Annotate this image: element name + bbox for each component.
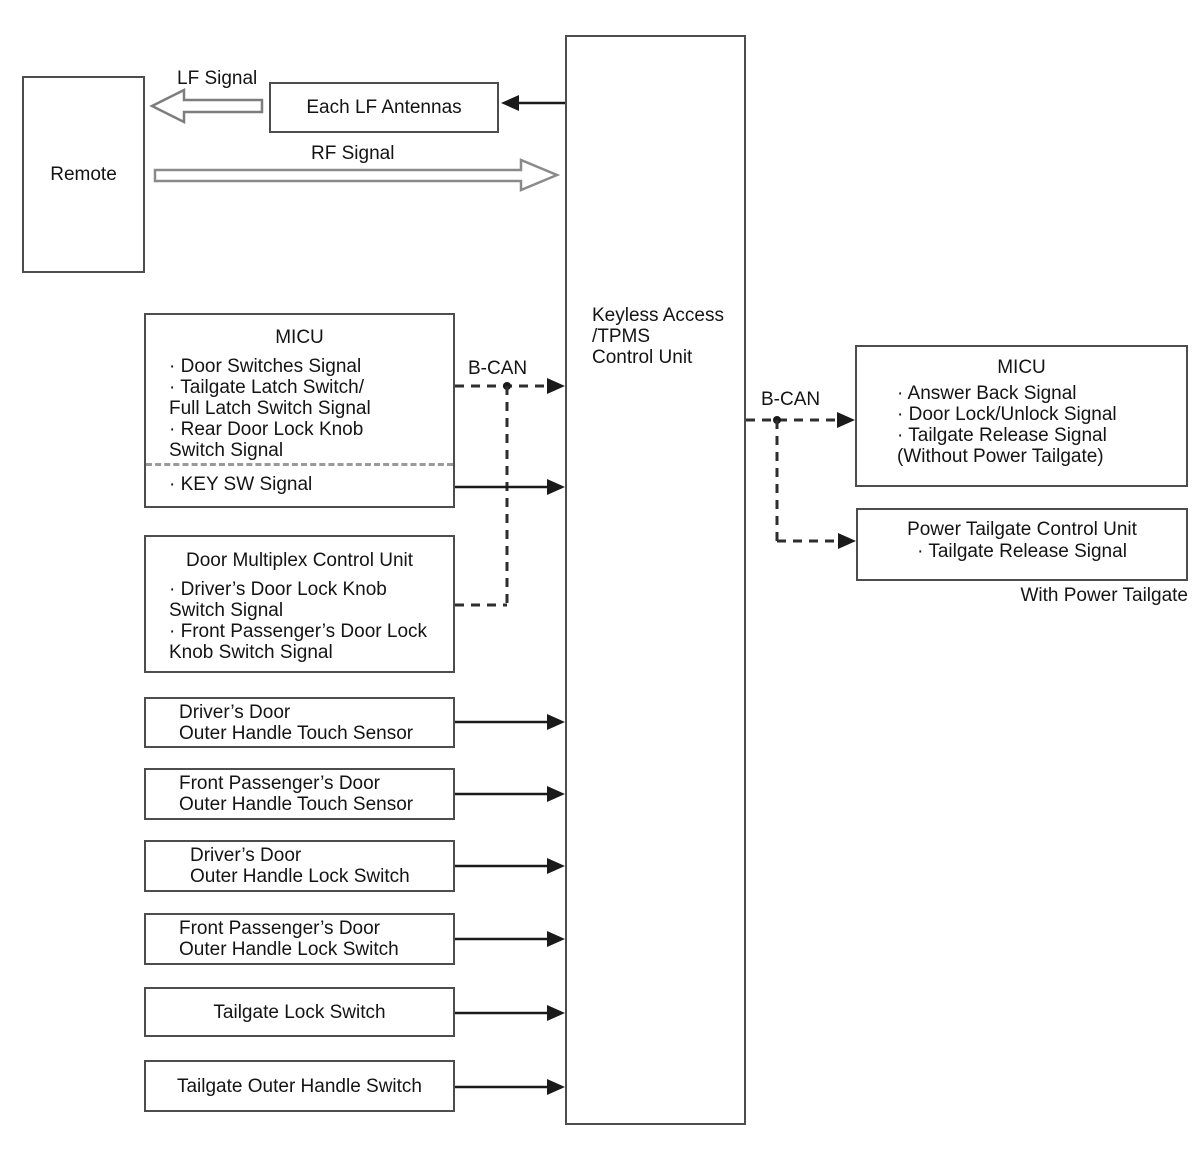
micu-right-title: MICU <box>997 357 1046 378</box>
with-power-tailgate-label: With Power Tailgate <box>1020 585 1188 606</box>
front-passengers-door-lock-switch-label: Front Passenger’s Door Outer Handle Lock… <box>179 918 399 960</box>
lf-signal-label: LF Signal <box>177 68 258 89</box>
front-passengers-door-lock-switch-box: Front Passenger’s Door Outer Handle Lock… <box>144 913 455 965</box>
keyless-access-control-unit-box: Keyless Access /TPMS Control Unit <box>565 35 746 1125</box>
antenna-feed-arrow <box>501 95 565 111</box>
door-multiplex-title: Door Multiplex Control Unit <box>185 550 414 571</box>
rf-signal-arrow <box>153 158 561 192</box>
bcan-left-label: B-CAN <box>468 358 528 379</box>
tailgate-outer-handle-switch-box: Tailgate Outer Handle Switch <box>144 1060 455 1112</box>
micu-left-title: MICU <box>275 327 324 348</box>
remote-box: Remote <box>22 76 145 273</box>
each-lf-antennas-label: Each LF Antennas <box>306 97 462 118</box>
front-passengers-door-touch-sensor-label: Front Passenger’s Door Outer Handle Touc… <box>179 773 414 815</box>
tailgate-lock-arrow <box>455 1005 565 1021</box>
front-passengers-touch-arrow <box>455 786 565 802</box>
door-multiplex-items: · Driver’s Door Lock Knob Switch Signal … <box>169 579 428 663</box>
tailgate-outer-handle-switch-label: Tailgate Outer Handle Switch <box>176 1075 422 1097</box>
power-tailgate-items: · Tailgate Release Signal <box>917 541 1127 562</box>
key-sw-arrow <box>455 479 565 495</box>
bcan-left-line <box>455 378 565 607</box>
drivers-door-lock-switch-box: Driver’s Door Outer Handle Lock Switch <box>144 840 455 892</box>
tailgate-lock-switch-label: Tailgate Lock Switch <box>213 1001 386 1023</box>
keyless-access-control-unit-label: Keyless Access /TPMS Control Unit <box>592 305 724 368</box>
bcan-right-line <box>746 412 856 549</box>
drivers-door-lock-switch-label: Driver’s Door Outer Handle Lock Switch <box>190 845 410 887</box>
bcan-right-label: B-CAN <box>761 389 821 410</box>
each-lf-antennas-box: Each LF Antennas <box>269 82 499 133</box>
micu-left-divider <box>146 463 453 466</box>
micu-left-key-sw-item: · KEY SW Signal <box>169 474 313 495</box>
lf-signal-arrow <box>149 87 264 125</box>
power-tailgate-control-unit-box: Power Tailgate Control Unit · Tailgate R… <box>856 508 1188 581</box>
remote-label: Remote <box>50 164 117 185</box>
power-tailgate-title: Power Tailgate Control Unit <box>907 519 1137 540</box>
front-passengers-lock-arrow <box>455 931 565 947</box>
drivers-door-touch-sensor-box: Driver’s Door Outer Handle Touch Sensor <box>144 697 455 748</box>
micu-right-items: · Answer Back Signal · Door Lock/Unlock … <box>897 383 1117 467</box>
micu-left-items: · Door Switches Signal · Tailgate Latch … <box>169 356 371 461</box>
front-passengers-door-touch-sensor-box: Front Passenger’s Door Outer Handle Touc… <box>144 768 455 820</box>
rf-signal-label: RF Signal <box>311 143 395 164</box>
micu-right-box: MICU · Answer Back Signal · Door Lock/Un… <box>855 345 1188 487</box>
tailgate-outer-handle-arrow <box>455 1079 565 1095</box>
door-multiplex-box: Door Multiplex Control Unit · Driver’s D… <box>144 535 455 673</box>
drivers-door-lock-arrow <box>455 858 565 874</box>
drivers-door-touch-arrow <box>455 714 565 730</box>
micu-left-box: MICU · Door Switches Signal · Tailgate L… <box>144 313 455 508</box>
drivers-door-touch-sensor-label: Driver’s Door Outer Handle Touch Sensor <box>179 701 414 744</box>
tailgate-lock-switch-box: Tailgate Lock Switch <box>144 987 455 1037</box>
